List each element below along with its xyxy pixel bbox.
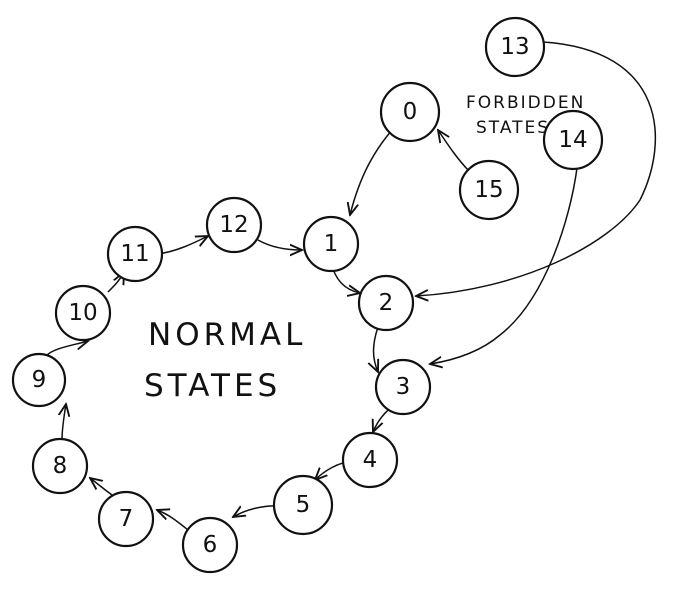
svg-text:0: 0 — [403, 99, 418, 125]
normal-label-line1: NORMAL — [148, 317, 306, 353]
state-node-7: 7 — [97, 490, 155, 548]
svg-text:4: 4 — [363, 447, 378, 473]
svg-text:12: 12 — [219, 212, 248, 238]
svg-text:1: 1 — [324, 231, 339, 257]
state-node-1: 1 — [302, 215, 360, 273]
svg-text:9: 9 — [32, 367, 47, 393]
state-node-15: 15 — [458, 159, 520, 221]
svg-text:14: 14 — [558, 127, 587, 153]
edge-7-to-8 — [90, 478, 113, 496]
svg-text:15: 15 — [474, 177, 503, 203]
edge-0-to-1 — [350, 129, 393, 215]
edge-15-to-0 — [438, 130, 471, 173]
forbidden-label-line2: STATES — [476, 118, 550, 138]
normal-label-line2: STATES — [144, 368, 281, 404]
state-node-4: 4 — [341, 431, 399, 489]
state-node-9: 9 — [11, 352, 67, 408]
edge-2-to-3 — [374, 326, 379, 372]
svg-text:13: 13 — [500, 34, 529, 60]
edge-13-to-2 — [416, 41, 657, 296]
edge-9-to-10 — [46, 341, 88, 356]
edge-11-to-12 — [156, 236, 208, 255]
state-node-8: 8 — [31, 437, 89, 495]
state-nodes: 0 1 2 3 4 5 6 7 — [11, 16, 604, 574]
state-node-2: 2 — [357, 274, 415, 332]
svg-text:8: 8 — [53, 453, 68, 479]
svg-text:3: 3 — [396, 374, 411, 400]
state-node-14: 14 — [542, 109, 604, 171]
forbidden-states-label: FORBIDDEN STATES — [466, 93, 585, 138]
svg-text:11: 11 — [120, 241, 149, 267]
state-node-3: 3 — [374, 358, 432, 416]
state-node-11: 11 — [106, 225, 164, 283]
svg-text:6: 6 — [203, 532, 218, 558]
edge-8-to-9 — [62, 404, 66, 441]
edge-5-to-6 — [233, 505, 281, 517]
edge-12-to-1 — [257, 239, 302, 250]
state-node-5: 5 — [272, 474, 334, 536]
normal-states-label: NORMAL STATES — [144, 317, 306, 404]
edge-14-to-3 — [430, 167, 578, 364]
svg-text:5: 5 — [296, 492, 311, 518]
state-node-12: 12 — [205, 196, 263, 254]
forbidden-label-line1: FORBIDDEN — [466, 93, 585, 113]
svg-text:7: 7 — [119, 506, 134, 532]
state-node-6: 6 — [181, 516, 239, 574]
state-node-13: 13 — [484, 16, 546, 78]
edge-6-to-7 — [157, 510, 189, 531]
svg-text:10: 10 — [68, 300, 97, 326]
state-node-10: 10 — [54, 284, 112, 342]
state-node-0: 0 — [379, 81, 441, 143]
svg-text:2: 2 — [379, 290, 394, 316]
